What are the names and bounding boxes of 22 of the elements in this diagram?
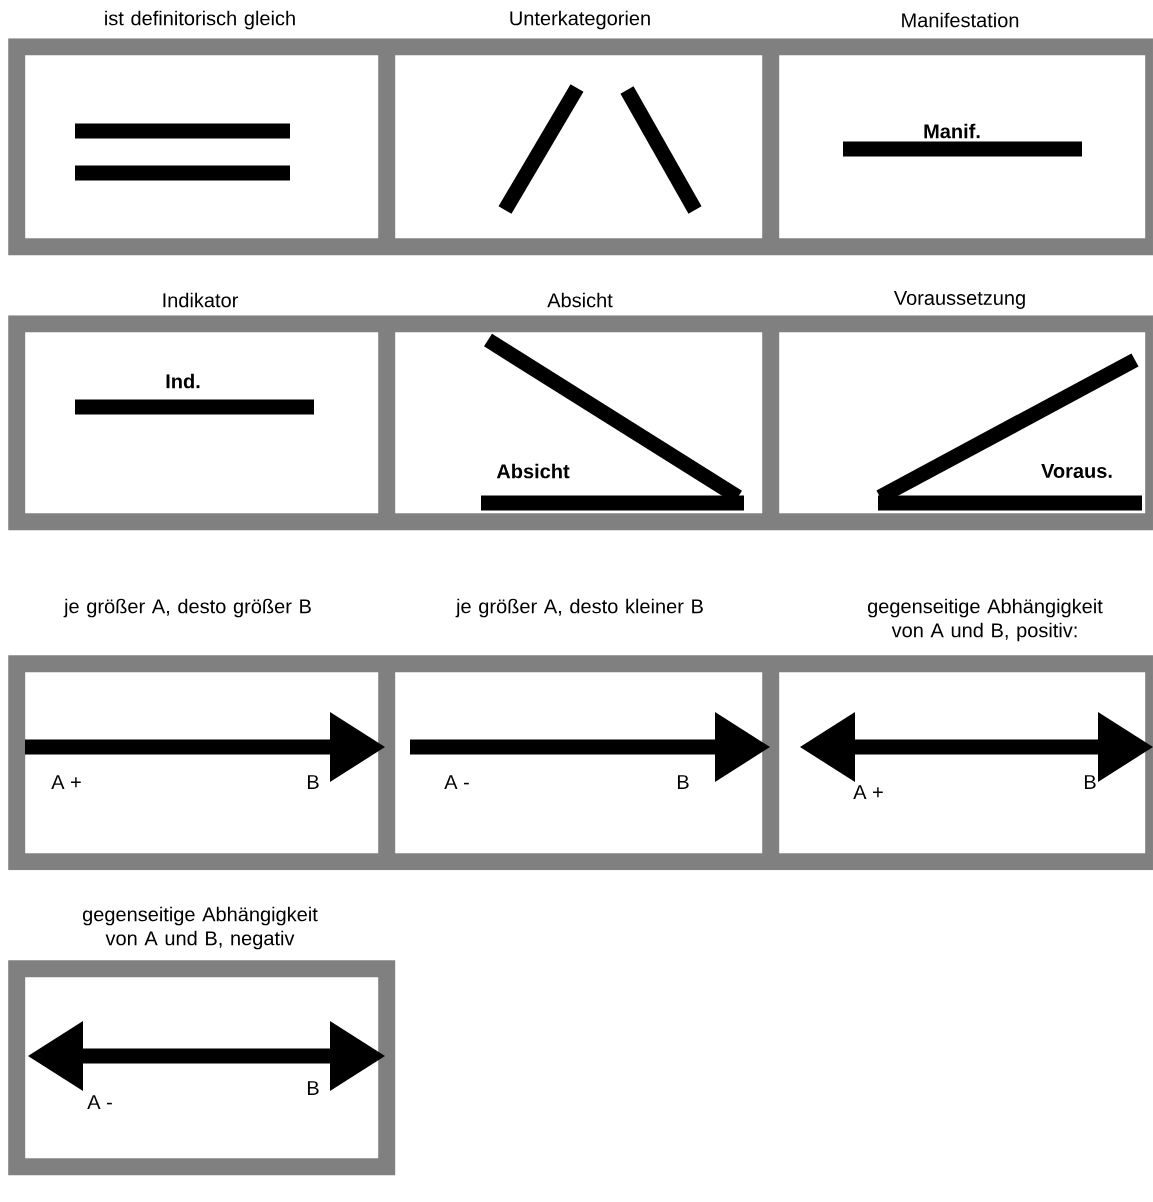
symbol-label: A - bbox=[87, 1095, 112, 1109]
symbol-label: A + bbox=[853, 785, 883, 799]
symbol-label: A - bbox=[444, 775, 469, 789]
cell-heading: gegenseitige Abhängigkeit von A und B, positiv: bbox=[868, 598, 1103, 642]
symbol-label: Ind. bbox=[166, 373, 200, 389]
symbol-label: Manif. bbox=[924, 123, 980, 139]
cell-heading: je größer A, desto kleiner B bbox=[455, 598, 703, 618]
symbol-label: B bbox=[678, 775, 689, 789]
cell-heading: Voraussetzung bbox=[893, 291, 1025, 309]
symbol-label: B bbox=[308, 775, 319, 789]
cell-heading: Manifestation bbox=[902, 12, 1019, 28]
cell-heading: ist definitorisch gleich bbox=[105, 10, 295, 30]
symbol-label: Absicht bbox=[496, 463, 570, 479]
cell-heading: je größer A, desto größer B bbox=[63, 598, 311, 618]
cell-heading: Absicht bbox=[547, 292, 613, 308]
symbol-label: B bbox=[1085, 775, 1096, 789]
symbol-label: A + bbox=[51, 775, 81, 789]
cell-heading: Unterkategorien bbox=[510, 10, 650, 30]
symbol-label: Voraus. bbox=[1041, 464, 1112, 478]
cell-heading: gegenseitige Abhängigkeit von A und B, negativ bbox=[83, 906, 318, 950]
cell-heading: Indikator bbox=[163, 292, 238, 308]
symbol-label: B bbox=[308, 1081, 319, 1095]
